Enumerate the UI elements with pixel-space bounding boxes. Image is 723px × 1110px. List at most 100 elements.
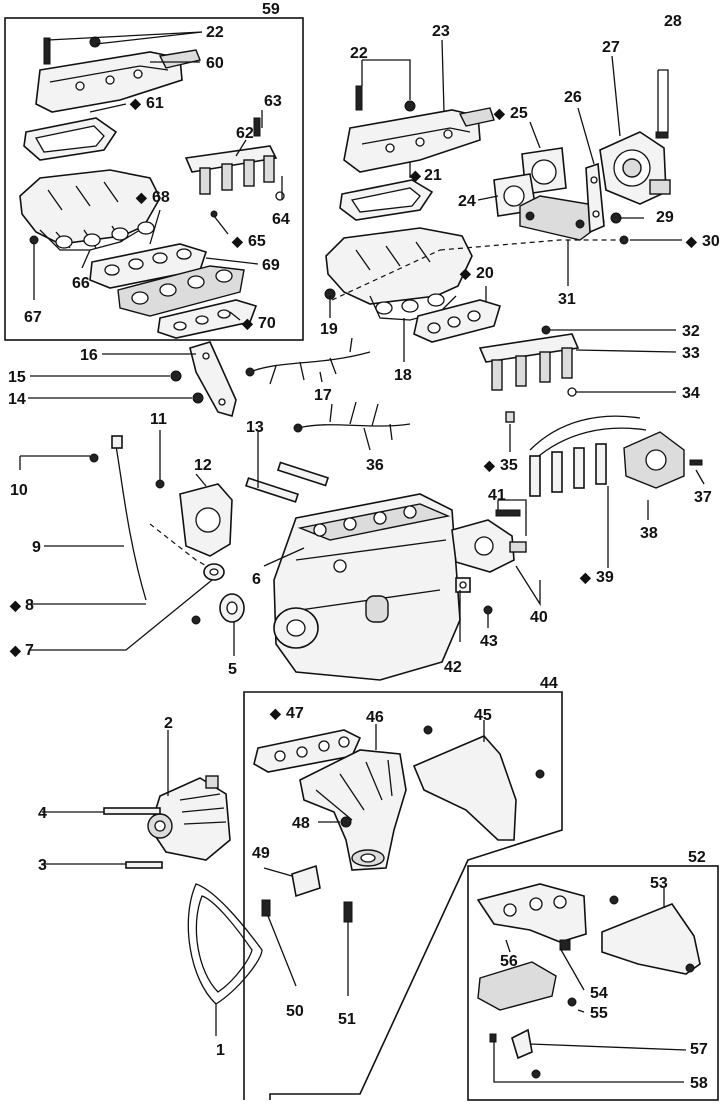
label-57: 57	[690, 1041, 708, 1058]
label-8-mark: ◆	[9, 597, 22, 613]
manifold-gasket-20	[413, 299, 501, 343]
label-44: 44	[540, 675, 558, 692]
label-15: 15	[8, 369, 26, 386]
bolt-15	[170, 370, 182, 382]
label-6: 6	[252, 571, 261, 588]
manifold-gasket-70	[157, 299, 258, 339]
harness-36	[293, 401, 411, 441]
label-68-mark: ◆	[135, 189, 148, 205]
label-65: 65	[248, 233, 266, 250]
label-55: 55	[590, 1005, 608, 1022]
drive-belt-1	[187, 883, 263, 1005]
label-32: 32	[682, 323, 700, 340]
intake-manifold-18	[325, 227, 473, 321]
label-38: 38	[640, 525, 658, 542]
label-27: 27	[602, 39, 620, 56]
label-39: 39	[596, 569, 614, 586]
bolt-3	[125, 861, 163, 869]
label-8: 8	[25, 597, 34, 614]
label-12: 12	[194, 457, 212, 474]
bolt-4	[103, 807, 161, 815]
label-66: 66	[72, 275, 90, 292]
label-37: 37	[694, 489, 712, 506]
bolt-43	[483, 605, 493, 615]
label-69: 69	[262, 257, 280, 274]
label-3: 3	[38, 857, 47, 874]
fuel-rail-variant-62	[184, 117, 285, 218]
label-52: 52	[688, 849, 706, 866]
label-17: 17	[314, 387, 332, 404]
label-7-mark: ◆	[9, 642, 22, 658]
bracket-49	[291, 864, 321, 898]
label-14: 14	[8, 391, 26, 408]
label-43: 43	[480, 633, 498, 650]
nut-30	[619, 235, 629, 245]
intake-plenum-23	[343, 85, 495, 173]
bolt-50	[261, 899, 271, 917]
alternator-2	[147, 775, 231, 861]
exhaust-frame-44	[243, 691, 563, 1100]
label-20: 20	[476, 265, 494, 282]
label-42: 42	[444, 659, 462, 676]
label-35: 35	[500, 457, 518, 474]
label-31: 31	[558, 291, 576, 308]
heat-shield-45	[412, 725, 545, 841]
bracket-26	[585, 162, 605, 234]
label-56: 56	[500, 953, 518, 970]
exhaust-manifold-variant	[476, 883, 587, 951]
label-16: 16	[80, 347, 98, 364]
bolt-28	[655, 131, 669, 139]
label-70: 70	[258, 315, 276, 332]
gasket-7	[203, 563, 225, 581]
nut-29	[610, 212, 622, 224]
part-number-labels: 1 2 3 4 5 6 ◆ 7 ◆ 8 9 10 11 12 13 14 15 …	[8, 1, 720, 1092]
ignition-coil-38	[529, 415, 703, 497]
label-22b: 22	[350, 45, 368, 62]
harness-17	[245, 337, 371, 385]
label-40: 40	[530, 609, 548, 626]
label-33: 33	[682, 345, 700, 362]
label-41: 41	[488, 487, 506, 504]
intake-manifold-variant	[19, 169, 161, 251]
engine-block	[273, 493, 461, 681]
label-18: 18	[394, 367, 412, 384]
water-outlet-12	[155, 479, 233, 557]
lower-shield-55	[477, 961, 577, 1011]
intake-gasket-21	[339, 179, 434, 221]
label-25-mark: ◆	[493, 105, 506, 121]
label-59: 59	[262, 1, 280, 18]
label-13: 13	[246, 419, 264, 436]
label-51: 51	[338, 1011, 356, 1028]
label-21-mark: ◆	[409, 167, 422, 183]
label-70-mark: ◆	[241, 315, 254, 331]
label-53: 53	[650, 875, 668, 892]
label-50: 50	[286, 1003, 304, 1020]
label-61-mark: ◆	[129, 95, 142, 111]
intake-variant-frame-59	[4, 17, 304, 341]
label-63: 63	[264, 93, 282, 110]
label-9: 9	[32, 539, 41, 556]
label-22a: 22	[206, 24, 224, 41]
throttle-gasket-25	[521, 147, 567, 195]
leader-lines	[19, 31, 705, 1083]
intake-plenum-variant	[35, 36, 201, 113]
intake-gasket-61	[23, 117, 118, 161]
label-1: 1	[216, 1042, 225, 1059]
label-46: 46	[366, 709, 384, 726]
label-28: 28	[664, 13, 682, 30]
label-64: 64	[272, 211, 290, 228]
label-45: 45	[474, 707, 492, 724]
label-25: 25	[510, 105, 528, 122]
manifold-69	[117, 265, 245, 317]
label-11: 11	[150, 411, 167, 428]
label-54: 54	[590, 985, 608, 1002]
label-30: 30	[702, 233, 720, 250]
label-35-mark: ◆	[483, 457, 496, 473]
label-36: 36	[366, 457, 384, 474]
label-4: 4	[38, 805, 47, 822]
label-34: 34	[682, 385, 700, 402]
label-62: 62	[236, 125, 254, 142]
label-47-mark: ◆	[269, 705, 282, 721]
